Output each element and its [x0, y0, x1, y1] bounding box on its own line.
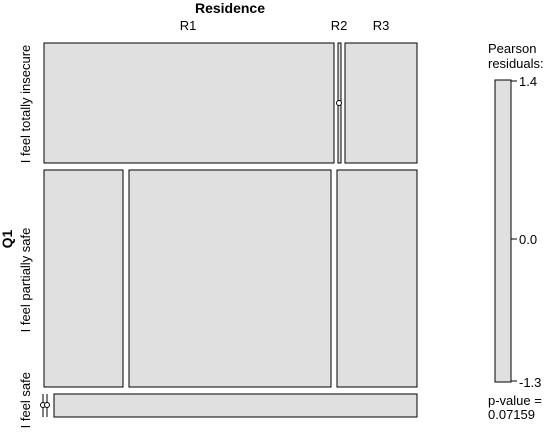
- empty-cell-marker-insecure-r2: [336, 100, 342, 106]
- legend-color-bar: [494, 79, 512, 383]
- x-variable-title: Residence: [195, 0, 265, 16]
- tile-totally-insecure-r1: [43, 42, 335, 164]
- tile-partially-safe-r3: [336, 169, 418, 388]
- empty-cell-marker-safe-r2: [44, 402, 50, 408]
- legend-label-mid: 0.0: [519, 232, 537, 247]
- column-label-r3: R3: [373, 18, 390, 33]
- column-label-r2: R2: [331, 18, 348, 33]
- column-label-r1: R1: [180, 18, 197, 33]
- legend-label-max: 1.4: [519, 74, 537, 89]
- tile-totally-insecure-r3: [344, 42, 418, 164]
- legend-label-min: -1.3: [519, 375, 541, 390]
- tile-partially-safe-r1: [43, 169, 124, 388]
- row-label-partially-safe: I feel partially safe: [18, 228, 33, 333]
- row-label-safe: I feel safe: [18, 372, 33, 428]
- y-variable-title: Q1: [0, 229, 15, 248]
- p-value: 0.07159: [488, 407, 535, 422]
- p-value-label: p-value =: [488, 393, 542, 408]
- legend-title-line1: Pearson: [488, 41, 536, 56]
- legend-title-line2: residuals:: [488, 56, 544, 71]
- row-label-totally-insecure: I feel totally insecure: [18, 45, 33, 164]
- tile-safe-r3: [53, 393, 418, 418]
- tile-partially-safe-r2: [128, 169, 332, 388]
